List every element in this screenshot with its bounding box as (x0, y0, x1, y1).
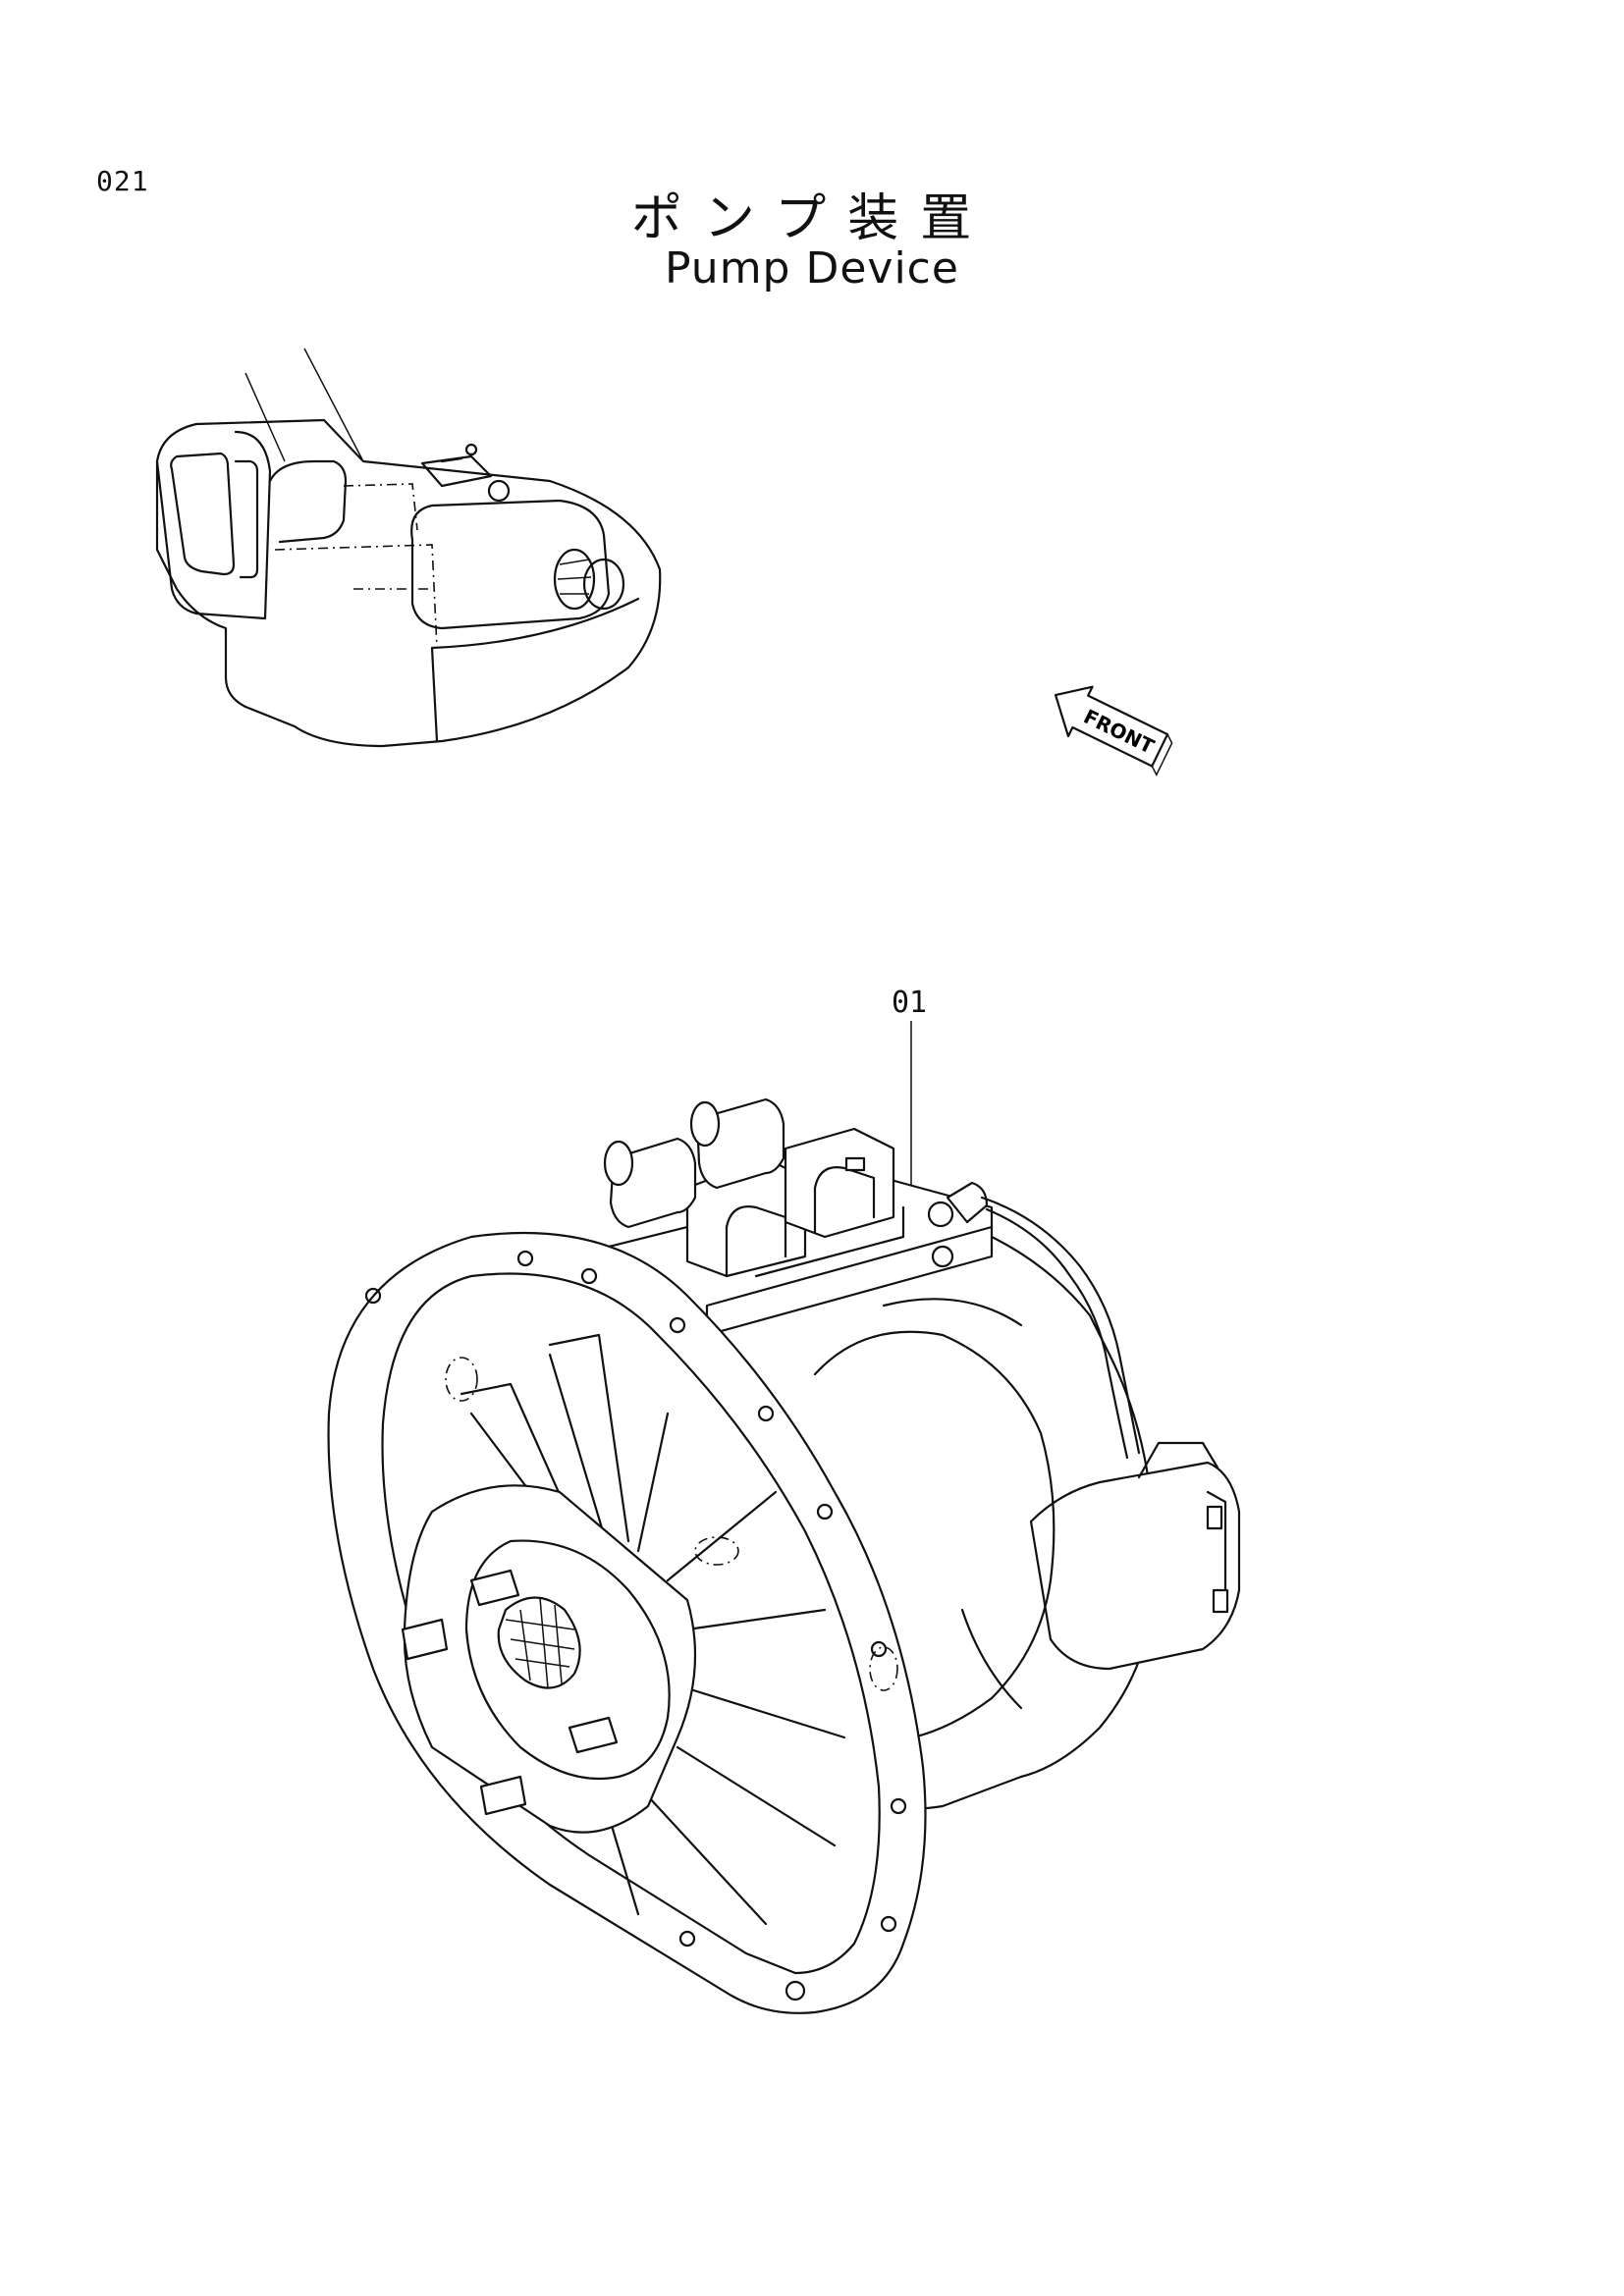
pressure-sensor (927, 1181, 1141, 1460)
part-callout-label: 01 (892, 986, 928, 1020)
page-title-english: Pump Device (665, 243, 959, 294)
solenoid-valve-right (689, 1097, 895, 1239)
coupling-hub (401, 1484, 697, 1834)
page-number: 021 (96, 165, 149, 197)
pump-device-drawing (327, 1097, 1241, 2014)
flange-bolt-holes (364, 1250, 907, 2002)
pump-location-marker (553, 548, 625, 611)
page-title-japanese: ポンプ装置 (630, 189, 994, 248)
excavator-upper-structure-icon (155, 347, 662, 748)
front-arrow-icon: FRONT (1054, 685, 1173, 777)
